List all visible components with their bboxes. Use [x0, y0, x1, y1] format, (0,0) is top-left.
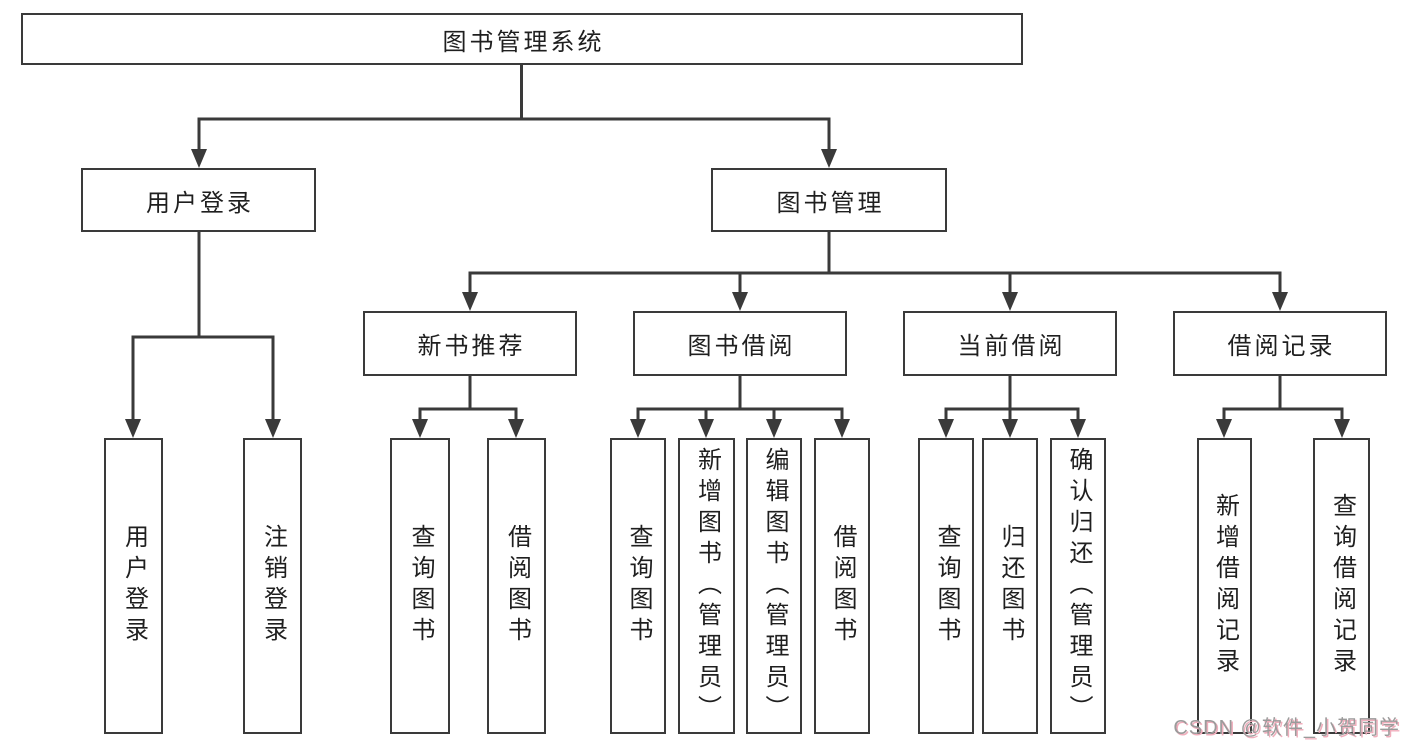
- node-label: 借阅图书: [829, 524, 856, 648]
- leaf-return-books: 归还图书: [982, 438, 1038, 734]
- arrowheads: [125, 149, 1350, 438]
- node-label: 当前借阅: [957, 333, 1066, 360]
- node-label: 查询图书: [933, 524, 960, 648]
- connector-records-to-leaves: [1222, 376, 1344, 421]
- leaf-query-books-2: 查询图书: [610, 438, 666, 734]
- node-label: 查询图书: [625, 524, 652, 648]
- node-user-login: 用户登录: [81, 168, 316, 232]
- node-label: 借阅图书: [503, 524, 531, 648]
- node-label: 图书管理: [776, 189, 885, 217]
- node-label: 注销登录: [259, 524, 287, 648]
- leaf-edit-book-admin: 编辑图书（管理员）: [746, 438, 802, 734]
- node-label: 新增借阅记录: [1211, 493, 1239, 679]
- node-book-borrowing: 图书借阅: [633, 311, 847, 376]
- node-new-book-recommend: 新书推荐: [363, 311, 577, 376]
- leaf-add-borrow-record: 新增借阅记录: [1197, 438, 1252, 734]
- connector-newbook-to-leaves: [418, 376, 518, 421]
- node-label: 用户登录: [120, 524, 148, 648]
- leaf-query-books-3: 查询图书: [918, 438, 974, 734]
- node-label: 确认归还（管理员）: [1065, 446, 1092, 726]
- node-label: 编辑图书（管理员）: [761, 446, 788, 726]
- connector-currentborrow-to-leaves: [944, 376, 1080, 421]
- node-label: 新书推荐: [417, 333, 526, 360]
- connector-bookborrow-to-leaves: [636, 376, 844, 421]
- leaf-confirm-return-admin: 确认归还（管理员）: [1050, 438, 1106, 734]
- leaf-borrow-books-1: 借阅图书: [487, 438, 546, 734]
- connector-userlogin-to-leaves: [131, 232, 275, 421]
- node-label: 用户登录: [146, 189, 254, 217]
- node-label: 新增图书（管理员）: [693, 446, 721, 726]
- leaf-user-login: 用户登录: [104, 438, 163, 734]
- node-label: 查询借阅记录: [1328, 493, 1356, 679]
- leaf-borrow-books-2: 借阅图书: [814, 438, 870, 734]
- node-label: 图书管理系统: [442, 28, 605, 56]
- leaf-add-book-admin: 新增图书（管理员）: [678, 438, 735, 734]
- node-current-borrowing: 当前借阅: [903, 311, 1117, 376]
- csdn-watermark: CSDN @软件_小贺同学: [1173, 717, 1400, 739]
- node-label: 借阅记录: [1227, 333, 1336, 360]
- leaf-logout: 注销登录: [243, 438, 302, 734]
- leaf-query-borrow-record: 查询借阅记录: [1313, 438, 1370, 734]
- connector-root-to-level2: [197, 65, 831, 152]
- node-book-management: 图书管理: [711, 168, 947, 232]
- node-label: 图书借阅: [687, 333, 796, 360]
- connector-bookmgmt-to-level3: [468, 232, 1282, 294]
- node-label: 查询图书: [407, 524, 434, 648]
- node-label: 归还图书: [997, 524, 1024, 648]
- node-library-system: 图书管理系统: [21, 13, 1023, 65]
- node-borrowing-records: 借阅记录: [1173, 311, 1387, 376]
- leaf-query-books-1: 查询图书: [390, 438, 450, 734]
